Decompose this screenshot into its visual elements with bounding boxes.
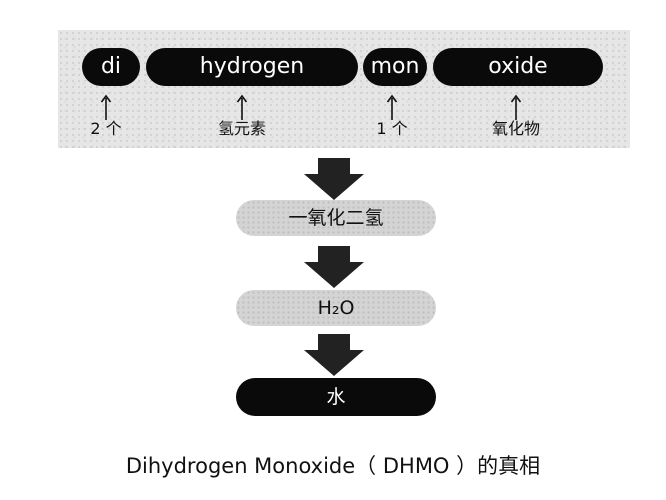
up-arrow-icon [236,94,248,120]
down-arrow-icon [304,158,364,200]
step-formula-pill: H₂O [236,290,436,326]
step-chinese-name-label: 一氧化二氢 [288,207,384,229]
meaning-oxide: 氧化物 [491,119,540,138]
step-chinese-name-pill: 一氧化二氢 [236,200,436,236]
up-arrow-icon [510,94,522,120]
part-mon-label: mon [370,54,420,79]
part-hydrogen-label: hydrogen [199,54,305,79]
part-mon-pill: mon [363,48,427,86]
up-arrow-icon [100,94,112,120]
step-water-pill: 水 [236,378,436,416]
up-arrow-icon [386,94,398,120]
part-oxide-pill: oxide [433,48,603,86]
meaning-mon: 1 个 [376,119,408,138]
diagram-caption: Dihydrogen Monoxide（ DHMO ）的真相 [125,454,541,478]
down-arrow-icon [304,246,364,288]
down-arrow-icon [304,334,364,376]
step-water-label: 水 [326,386,346,408]
meaning-hydrogen: 氢元素 [217,119,266,138]
part-oxide-label: oxide [488,54,548,79]
part-di-label: di [100,54,122,79]
step-formula-label: H₂O [317,297,355,319]
meaning-di: 2 个 [90,119,122,138]
part-hydrogen-pill: hydrogen [146,48,358,86]
part-di-pill: di [82,48,140,86]
